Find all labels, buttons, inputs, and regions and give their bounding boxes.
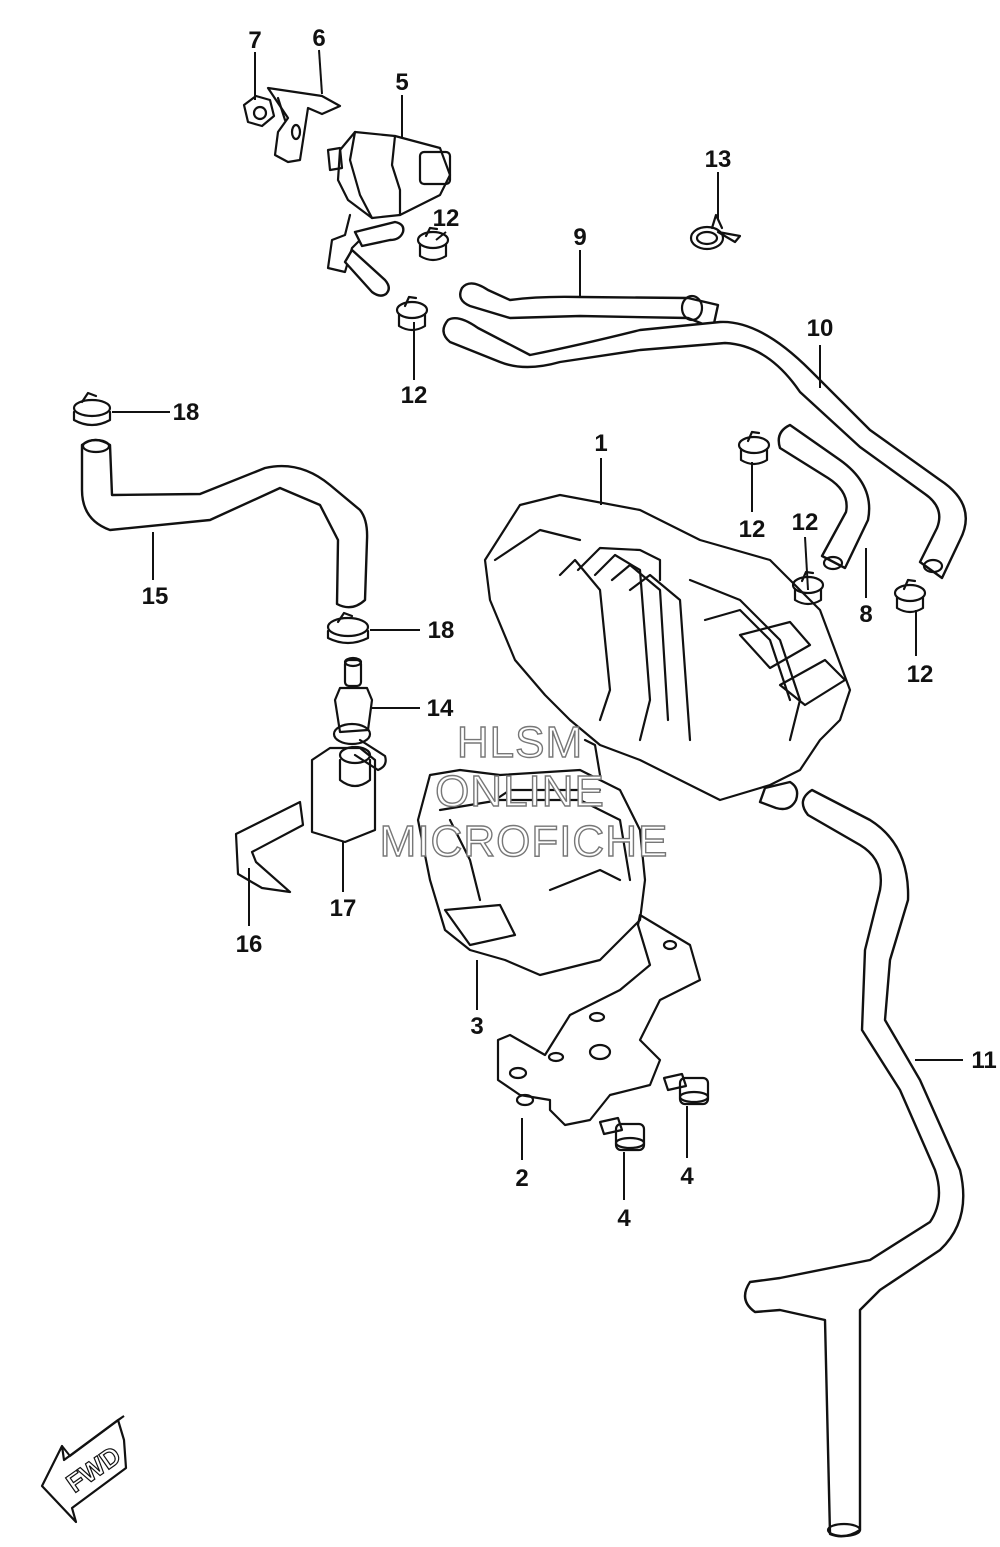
part-10-hose[interactable] bbox=[442, 317, 967, 580]
callout-2: 2 bbox=[515, 1165, 528, 1192]
callout-4-b: 4 bbox=[617, 1205, 631, 1232]
leader-lines bbox=[112, 49, 963, 1200]
callout-7: 7 bbox=[248, 27, 261, 54]
part-16-bracket[interactable] bbox=[234, 800, 305, 894]
callout-12-d: 12 bbox=[792, 509, 819, 536]
callout-12-e: 12 bbox=[907, 661, 934, 688]
part-17-holder[interactable] bbox=[310, 745, 377, 844]
callout-11: 11 bbox=[971, 1047, 996, 1074]
callout-12-a: 12 bbox=[433, 205, 460, 232]
callout-13: 13 bbox=[705, 146, 732, 173]
part-12-clamp-right[interactable] bbox=[893, 578, 927, 614]
callout-6: 6 bbox=[312, 25, 325, 52]
part-15-hose[interactable] bbox=[80, 438, 369, 609]
watermark: HLSM ONLINE MICROFICHE bbox=[379, 717, 669, 866]
callout-10: 10 bbox=[807, 315, 834, 342]
callout-1: 1 bbox=[594, 430, 607, 457]
callout-5: 5 bbox=[395, 69, 408, 96]
part-6-bracket[interactable] bbox=[266, 86, 342, 164]
part-18-clamp-bottom[interactable] bbox=[326, 611, 370, 645]
watermark-line-1: HLSM bbox=[457, 718, 583, 767]
part-3-bracket[interactable] bbox=[416, 738, 647, 977]
part-5-solenoid-valve[interactable] bbox=[326, 130, 452, 297]
part-11-hose[interactable] bbox=[743, 788, 965, 1538]
callout-18-b: 18 bbox=[428, 617, 455, 644]
part-4-bolt-lower[interactable] bbox=[598, 1116, 646, 1152]
part-14-check-valve[interactable] bbox=[332, 656, 387, 772]
part-12-clamp-top-right[interactable] bbox=[737, 430, 771, 466]
callout-14: 14 bbox=[427, 695, 454, 722]
callout-9: 9 bbox=[573, 224, 586, 251]
callout-17: 17 bbox=[330, 895, 357, 922]
part-18-clamp-top[interactable] bbox=[72, 391, 112, 427]
callout-12-b: 12 bbox=[401, 382, 428, 409]
fwd-arrow-icon: FWD bbox=[40, 1415, 128, 1524]
callout-8: 8 bbox=[859, 601, 872, 628]
part-7-nut[interactable] bbox=[242, 94, 276, 128]
watermark-line-2: ONLINE bbox=[435, 767, 605, 816]
watermark-line-3: MICROFICHE bbox=[380, 817, 669, 866]
callout-12-c: 12 bbox=[739, 516, 766, 543]
part-8-hose[interactable] bbox=[777, 423, 871, 571]
part-4-bolt-upper[interactable] bbox=[662, 1072, 710, 1106]
part-9-hose[interactable] bbox=[459, 282, 720, 330]
callout-15: 15 bbox=[142, 583, 169, 610]
part-12-clamp-upper[interactable] bbox=[416, 226, 450, 262]
part-2-bracket[interactable] bbox=[496, 913, 702, 1127]
callout-3: 3 bbox=[470, 1013, 483, 1040]
callouts: 7 6 5 13 12 9 12 10 18 1 12 12 8 12 15 1… bbox=[142, 25, 997, 1232]
part-12-clamp-lower[interactable] bbox=[395, 295, 429, 332]
callout-18-a: 18 bbox=[173, 399, 200, 426]
part-1-canister[interactable] bbox=[483, 493, 852, 811]
callout-16: 16 bbox=[236, 931, 263, 958]
part-13-clip[interactable] bbox=[689, 213, 742, 251]
callout-4-a: 4 bbox=[680, 1163, 694, 1190]
